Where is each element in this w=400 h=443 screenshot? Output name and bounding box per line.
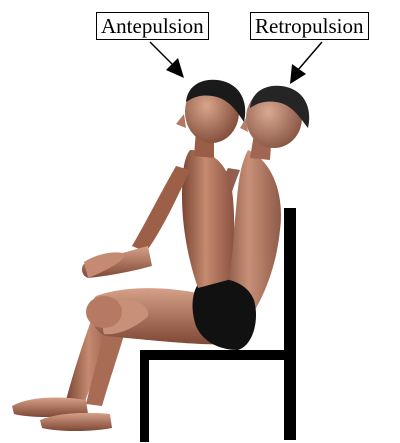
chair-front-leg [140,350,149,442]
antepulsion-arrow [150,42,184,78]
chair-backrest [284,208,296,440]
retropulsion-arrow [290,42,322,84]
retropulsion-label: Retropulsion [250,12,369,40]
antepulsion-label: Antepulsion [96,12,209,40]
antepulsion-figure [12,80,256,431]
chair-seat [140,350,296,360]
